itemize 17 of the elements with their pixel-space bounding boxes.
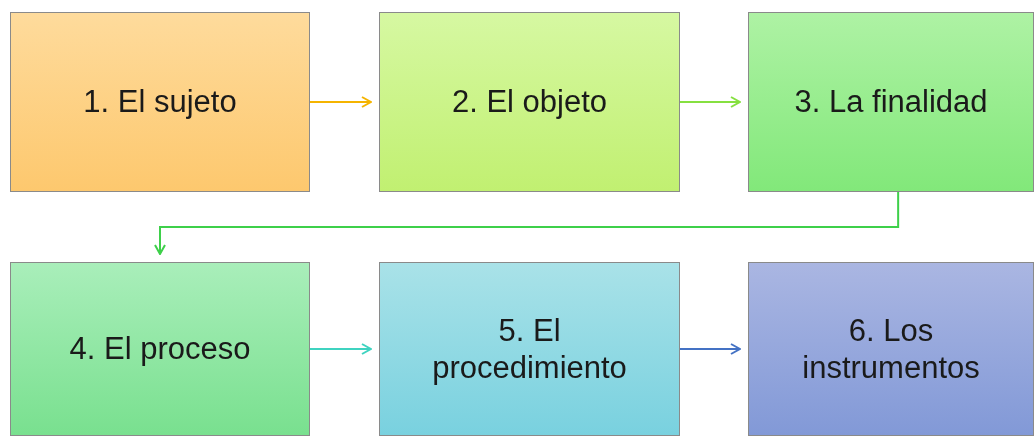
box-label: 5. El procedimiento	[431, 311, 628, 387]
arrow	[309, 343, 372, 355]
box-label: 1. El sujeto	[82, 83, 238, 121]
process-box	[10, 262, 310, 436]
process-box	[748, 262, 1034, 436]
process-box	[379, 12, 680, 192]
box-label: 6. Los instrumentos	[801, 311, 981, 387]
box-label: 3. La finalidad	[793, 83, 989, 121]
arrow	[309, 96, 372, 108]
process-box	[748, 12, 1034, 192]
process-box	[379, 262, 680, 436]
arrow	[679, 343, 741, 355]
process-box	[10, 12, 310, 192]
arrow	[679, 96, 741, 108]
box-label: 2. El objeto	[450, 83, 609, 121]
box-label: 4. El proceso	[68, 330, 252, 368]
arrow	[154, 191, 900, 255]
